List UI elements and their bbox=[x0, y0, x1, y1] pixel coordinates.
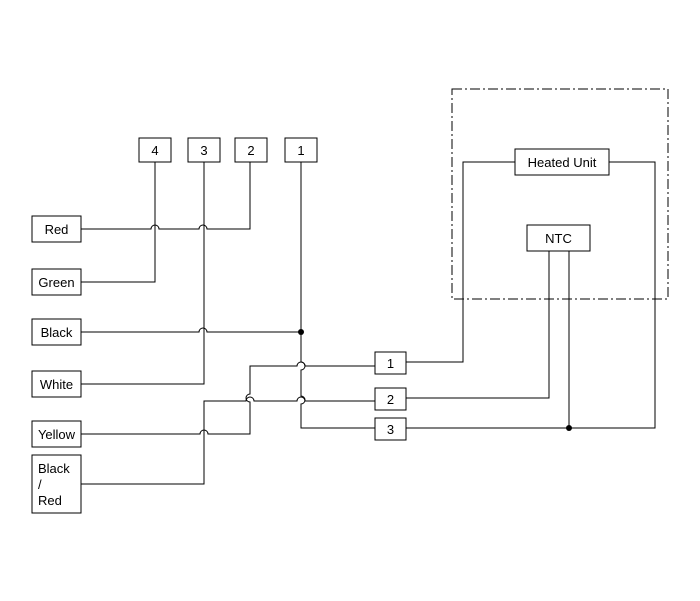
pin-label: 1 bbox=[297, 143, 304, 158]
pin-label: 3 bbox=[387, 422, 394, 437]
wire-out1-heated bbox=[406, 161, 515, 363]
wire-label: White bbox=[40, 377, 73, 392]
wire-black-red bbox=[81, 396, 375, 485]
wire-red bbox=[81, 162, 251, 230]
wire-label: Black bbox=[41, 325, 73, 340]
label-red: Red bbox=[31, 215, 82, 243]
ntc-sensor: NTC bbox=[526, 224, 591, 252]
output-pin-3: 3 bbox=[374, 417, 407, 441]
wire-label-line: / bbox=[38, 477, 42, 492]
label-black-red: Black / Red bbox=[31, 454, 82, 514]
wire-label: Green bbox=[38, 275, 74, 290]
wire-label-line: Red bbox=[38, 493, 62, 508]
top-pin-3: 3 bbox=[187, 137, 221, 163]
label-yellow: Yellow bbox=[31, 420, 82, 448]
pin-label: 4 bbox=[151, 143, 158, 158]
heated-unit: Heated Unit bbox=[514, 148, 610, 176]
wire-label-line: Black bbox=[38, 461, 70, 476]
wires bbox=[81, 161, 656, 485]
pin-label: 3 bbox=[200, 143, 207, 158]
wire-green bbox=[81, 162, 156, 283]
label-green: Green bbox=[31, 268, 82, 296]
top-pin-4: 4 bbox=[138, 137, 172, 163]
junction-dot bbox=[298, 329, 304, 335]
top-pin-2: 2 bbox=[234, 137, 268, 163]
wire-out2-ntc bbox=[406, 251, 550, 399]
pin-label: 2 bbox=[387, 392, 394, 407]
housing-boundary bbox=[451, 88, 669, 300]
pin-label: 2 bbox=[247, 143, 254, 158]
label-black: Black bbox=[31, 318, 82, 346]
heated-unit-label: Heated Unit bbox=[528, 155, 597, 170]
wire-pin1-column bbox=[300, 162, 375, 429]
wire-yellow bbox=[81, 361, 375, 435]
junction-dot bbox=[566, 425, 572, 431]
wire-black bbox=[81, 327, 301, 333]
pin-label: 1 bbox=[387, 356, 394, 371]
wire-label: Yellow bbox=[38, 427, 76, 442]
wire-white bbox=[81, 162, 205, 385]
output-pin-2: 2 bbox=[374, 387, 407, 411]
output-pin-1: 1 bbox=[374, 351, 407, 375]
ntc-label: NTC bbox=[545, 231, 572, 246]
label-white: White bbox=[31, 370, 82, 398]
wire-label: Red bbox=[45, 222, 69, 237]
wire-out3-return bbox=[406, 161, 656, 429]
top-pin-1: 1 bbox=[284, 137, 318, 163]
